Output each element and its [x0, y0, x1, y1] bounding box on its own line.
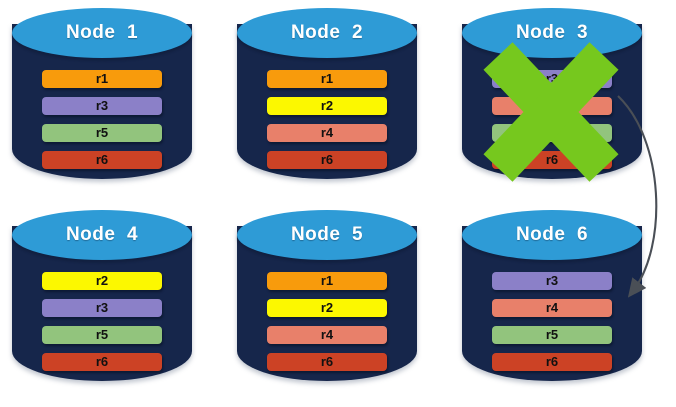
record-label: r2	[320, 98, 334, 113]
record-label: r6	[545, 354, 559, 369]
record-label: r3	[545, 71, 559, 86]
record-label: r5	[545, 327, 559, 342]
record-bar[interactable]: r4	[492, 299, 612, 317]
record-list: r2 r3 r5 r6	[42, 272, 162, 380]
node-cylinder-2[interactable]: Node 2 r1 r2 r4 r6	[237, 8, 417, 194]
node-cylinder-3[interactable]: Node 3 r3 r4 r5 r6	[462, 8, 642, 194]
record-label: r6	[320, 152, 334, 167]
record-bar[interactable]: r2	[267, 299, 387, 317]
record-bar[interactable]: r6	[42, 151, 162, 169]
record-label: r1	[95, 71, 109, 86]
record-bar[interactable]: r6	[492, 353, 612, 371]
record-bar[interactable]: r5	[492, 124, 612, 142]
record-label: r4	[545, 300, 559, 315]
record-label: r3	[95, 300, 109, 315]
record-list: r3 r4 r5 r6	[492, 70, 612, 178]
node-title: Node 5	[290, 224, 364, 245]
record-label: r4	[545, 98, 559, 113]
record-bar[interactable]: r5	[42, 326, 162, 344]
cylinder-top-ellipse	[237, 8, 417, 58]
node-title: Node 2	[290, 22, 364, 43]
record-bar[interactable]: r4	[267, 124, 387, 142]
record-label: r1	[320, 273, 334, 288]
node-cylinder-4[interactable]: Node 4 r2 r3 r5 r6	[12, 210, 192, 396]
cylinder-top-ellipse	[12, 210, 192, 260]
record-bar[interactable]: r4	[492, 97, 612, 115]
record-bar[interactable]: r1	[42, 70, 162, 88]
record-list: r1 r2 r4 r6	[267, 272, 387, 380]
node-title: Node 3	[515, 22, 589, 43]
record-label: r1	[320, 71, 334, 86]
node-cylinder-1[interactable]: Node 1 r1 r3 r5 r6	[12, 8, 192, 194]
record-bar[interactable]: r6	[42, 353, 162, 371]
record-bar[interactable]: r2	[267, 97, 387, 115]
record-label: r5	[95, 327, 109, 342]
record-label: r2	[95, 273, 109, 288]
record-label: r5	[95, 125, 109, 140]
node-title: Node 4	[65, 224, 139, 245]
record-bar[interactable]: r4	[267, 326, 387, 344]
record-label: r5	[545, 125, 559, 140]
node-title: Node 1	[65, 22, 139, 43]
record-bar[interactable]: r3	[42, 299, 162, 317]
record-label: r6	[95, 152, 109, 167]
node-cylinder-6[interactable]: Node 6 r3 r4 r5 r6	[462, 210, 642, 396]
record-label: r2	[320, 300, 334, 315]
cylinder-top-ellipse	[462, 210, 642, 260]
record-label: r4	[320, 327, 334, 342]
record-list: r1 r3 r5 r6	[42, 70, 162, 178]
cylinder-top-ellipse	[237, 210, 417, 260]
record-bar[interactable]: r1	[267, 272, 387, 290]
record-label: r4	[320, 125, 334, 140]
record-bar[interactable]: r3	[492, 70, 612, 88]
cylinder-top-ellipse	[12, 8, 192, 58]
record-bar[interactable]: r5	[492, 326, 612, 344]
record-bar[interactable]: r6	[267, 353, 387, 371]
record-bar[interactable]: r3	[492, 272, 612, 290]
record-label: r6	[95, 354, 109, 369]
record-bar[interactable]: r1	[267, 70, 387, 88]
record-bar[interactable]: r3	[42, 97, 162, 115]
record-label: r6	[545, 152, 559, 167]
record-label: r6	[320, 354, 334, 369]
node-cylinder-5[interactable]: Node 5 r1 r2 r4 r6	[237, 210, 417, 396]
record-list: r3 r4 r5 r6	[492, 272, 612, 380]
record-bar[interactable]: r6	[267, 151, 387, 169]
record-list: r1 r2 r4 r6	[267, 70, 387, 178]
node-title: Node 6	[515, 224, 589, 245]
record-bar[interactable]: r2	[42, 272, 162, 290]
record-label: r3	[545, 273, 559, 288]
record-bar[interactable]: r5	[42, 124, 162, 142]
record-label: r3	[95, 98, 109, 113]
record-bar[interactable]: r6	[492, 151, 612, 169]
